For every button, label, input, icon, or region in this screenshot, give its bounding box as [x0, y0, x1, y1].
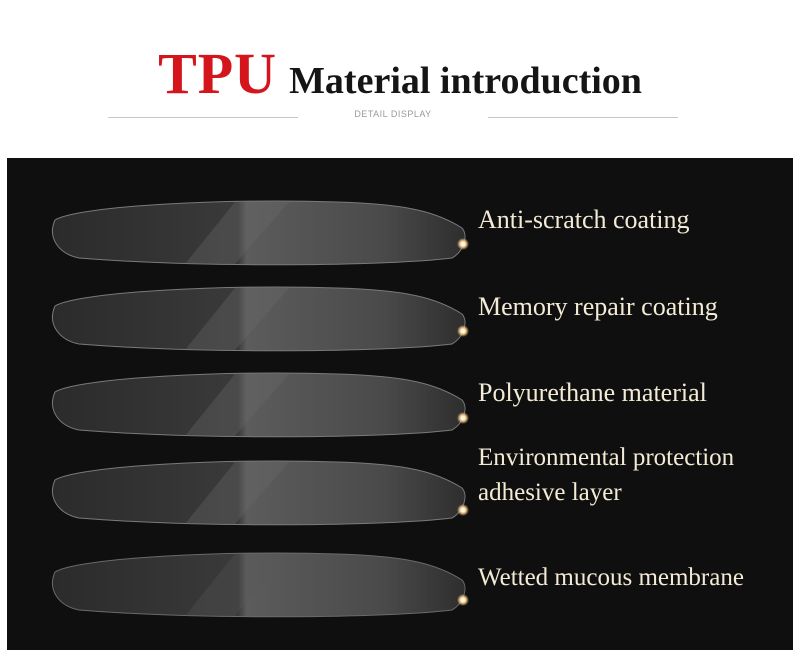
layers-illustration	[52, 200, 779, 618]
subtitle: DETAIL DISPLAY	[354, 109, 432, 119]
leader-line-4	[457, 504, 779, 516]
header: TPU Material introduction DETAIL DISPLAY	[0, 0, 800, 158]
title-highlight: TPU	[158, 41, 278, 106]
leader-line-1	[457, 238, 779, 250]
film-layer-1	[52, 200, 466, 266]
layer-label-polyurethane: Polyurethane material	[478, 378, 707, 407]
leader-line-3	[457, 412, 779, 424]
layer-label-memory-repair: Memory repair coating	[478, 292, 718, 321]
layer-label-adhesive: Environmental protection adhesive layer	[478, 444, 735, 506]
layer-label-mucous-membrane: Wetted mucous membrane	[478, 564, 744, 591]
film-layer-2	[52, 286, 466, 352]
film-layer-5	[52, 552, 466, 618]
page-title: TPU Material introduction	[0, 40, 800, 107]
title-text: Material introduction	[289, 60, 642, 102]
layers-panel: Anti-scratch coating Memory repair coati…	[7, 158, 793, 650]
film-layer-4	[52, 460, 466, 526]
subtitle-divider-right	[488, 117, 678, 118]
subtitle-divider-left	[108, 117, 298, 118]
leader-line-5	[457, 594, 779, 606]
film-layer-3	[52, 372, 466, 438]
layer-label-anti-scratch: Anti-scratch coating	[478, 205, 690, 234]
leader-line-2	[457, 325, 779, 337]
